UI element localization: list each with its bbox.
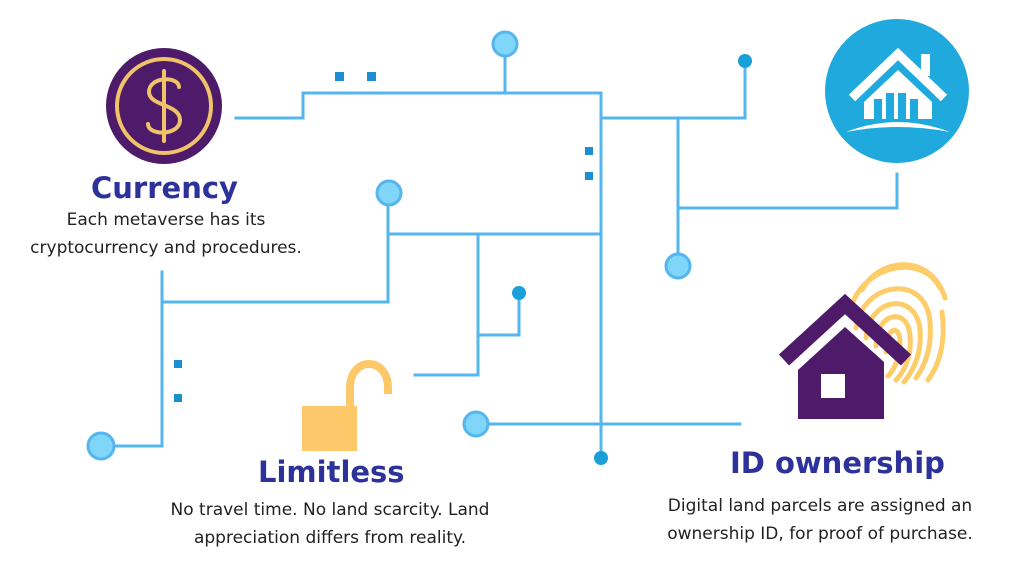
id-ownership-title: ID ownership [730,446,945,480]
currency-description: Each metaverse has its cryptocurrency an… [6,206,326,262]
node-left [86,431,116,461]
id-ownership-desc-line2: ownership ID, for proof of purchase. [667,524,973,544]
dot-bottom [594,451,608,465]
node-middle-left [375,179,403,207]
house-fingerprint-icon [778,262,948,419]
trace-left [160,202,390,304]
square-top-1 [335,72,344,81]
circuit-dots [512,54,752,465]
id-ownership-description: Digital land parcels are assigned an own… [620,492,1020,548]
limitless-title: Limitless [258,455,405,489]
dot-right-top [738,54,752,68]
square-mid-1 [585,147,593,155]
circuit-traces [113,54,899,460]
id-ownership-desc-line1: Digital land parcels are assigned an [667,496,973,516]
currency-title: Currency [91,171,238,205]
limitless-desc-line1: No travel time. No land scarcity. Land [170,500,490,520]
trace-padlock [413,232,480,377]
square-mid-2 [585,172,593,180]
circuit-nodes [86,30,692,461]
currency-desc-line1: Each metaverse has its [66,210,266,230]
currency-desc-line2: cryptocurrency and procedures. [30,238,302,258]
node-top [491,30,519,58]
dollar-coin-icon [106,48,222,164]
square-left-1 [174,360,182,368]
limitless-description: No travel time. No land scarcity. Land a… [120,496,540,552]
dot-small [512,286,526,300]
square-left-2 [174,394,182,402]
limitless-desc-line2: appreciation differs from reality. [193,528,467,548]
circuit-squares [174,72,593,402]
node-bottom [462,410,490,438]
trace-small-node [476,296,521,337]
square-top-2 [367,72,376,81]
node-right [664,252,692,280]
open-padlock-icon [302,360,392,451]
trace-house-link [676,172,899,210]
trace-top [234,91,603,460]
house-icon [825,19,969,163]
